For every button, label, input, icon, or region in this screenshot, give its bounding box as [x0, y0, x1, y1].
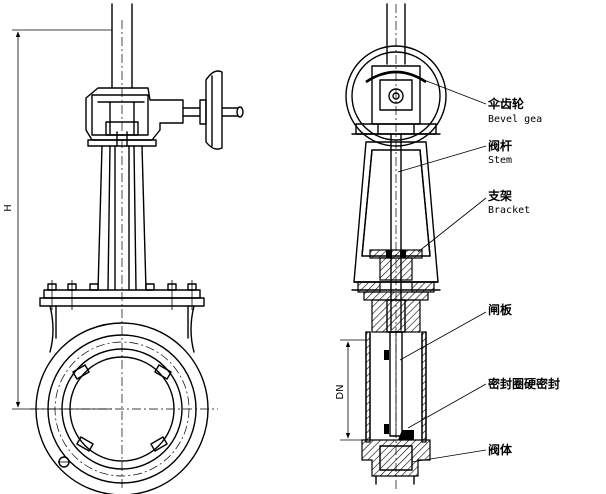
bevel-gear-label-en: Bevel gea — [488, 114, 542, 125]
height-label: H — [3, 204, 14, 212]
stem-label-cn: 阀杆 — [488, 138, 512, 153]
side-view: DN — [335, 3, 447, 492]
stem-top-side — [386, 3, 406, 65]
callout-labels: 伞齿轮 Bevel gea 阀杆 Stem 支架 Bracket 闸板 密封圈硬… — [487, 96, 560, 457]
coupling — [369, 249, 423, 281]
bevel-gear-label-cn: 伞齿轮 — [487, 96, 525, 111]
seal-label-cn: 密封圈硬密封 — [488, 376, 560, 391]
height-dimension: H — [3, 29, 112, 410]
dn-label: DN — [335, 384, 346, 399]
valve-body-front — [35, 322, 209, 494]
gearbox — [85, 87, 184, 147]
bracket-label-en: Bracket — [488, 205, 530, 216]
leader-lines — [397, 79, 487, 463]
bracket-label-cn: 支架 — [487, 188, 512, 203]
front-view: H — [3, 3, 244, 494]
stem-top — [111, 3, 133, 89]
body-section — [361, 331, 431, 485]
handwheel — [182, 70, 244, 150]
stem-label-en: Stem — [488, 155, 512, 166]
body-neck — [49, 305, 195, 353]
top-flange — [39, 280, 205, 310]
dn-dimension: DN — [335, 339, 366, 441]
gate-label-cn: 闸板 — [488, 302, 513, 317]
bracket-front — [97, 145, 147, 291]
gear-housing — [345, 45, 447, 147]
packing-gland — [357, 281, 435, 333]
body-label-cn: 阀体 — [488, 442, 513, 457]
